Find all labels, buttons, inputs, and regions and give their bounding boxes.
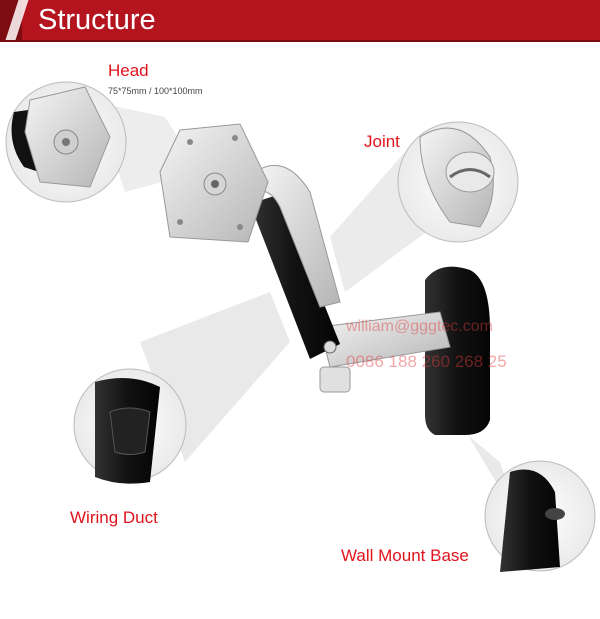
watermark-phone: 0086 188 260 268 25: [346, 352, 507, 371]
wiring-duct-detail-lens: [73, 368, 187, 484]
header-banner: Structure: [0, 0, 600, 42]
label-head: Head: [108, 61, 149, 80]
watermark-email: william@gggtec.com: [346, 318, 493, 335]
joint-detail-lens: [397, 121, 519, 243]
base-detail-lens: [484, 460, 596, 572]
label-wiring-duct: Wiring Duct: [70, 508, 158, 527]
head-detail-lens: [5, 81, 127, 203]
banner-title: Structure: [38, 4, 156, 36]
label-joint: Joint: [364, 132, 400, 151]
label-wall-mount-base: Wall Mount Base: [341, 546, 469, 565]
mount-arm: [159, 123, 490, 435]
product-illustration: [5, 81, 596, 572]
label-head-sizes: 75*75mm / 100*100mm: [108, 86, 203, 96]
